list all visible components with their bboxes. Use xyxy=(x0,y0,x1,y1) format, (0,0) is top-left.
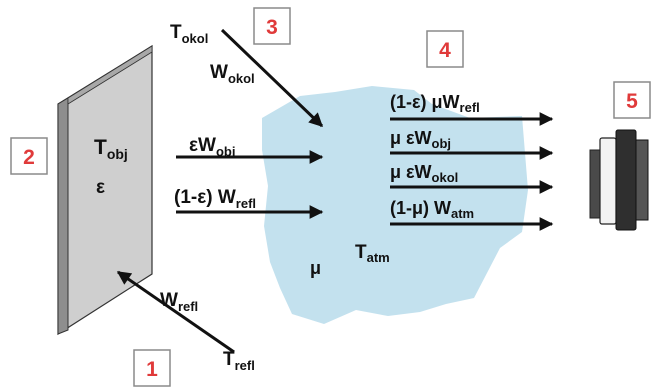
label-epsilon-obj: ε xyxy=(96,177,105,198)
number-box-4: 4 xyxy=(426,30,464,68)
label-one-minus-eps-wrefl: (1-ε) Wrefl xyxy=(174,187,256,211)
svg-text:1: 1 xyxy=(146,358,158,381)
number-box-2: 2 xyxy=(10,137,48,175)
svg-text:5: 5 xyxy=(626,90,638,113)
number-box-1: 1 xyxy=(133,349,171,387)
atmosphere-region xyxy=(262,86,528,324)
label-wokol: Wokol xyxy=(210,62,255,86)
label-out-2: μ εWobj xyxy=(390,128,451,151)
arrow-okol xyxy=(220,28,324,128)
label-trefl: Trefl xyxy=(223,349,255,373)
svg-text:2: 2 xyxy=(23,146,35,169)
svg-text:4: 4 xyxy=(439,39,451,62)
label-out-1: (1-ε) μWrefl xyxy=(390,92,480,115)
label-mu: μ xyxy=(310,258,321,278)
label-tokol: Tokol xyxy=(170,22,208,46)
number-box-3: 3 xyxy=(253,7,291,45)
label-wrefl: Wrefl xyxy=(160,290,198,314)
object-plate-icon xyxy=(57,44,153,336)
arrow-wrefl xyxy=(116,270,235,354)
thermal-camera-icon xyxy=(589,129,649,231)
label-out-3: μ εWokol xyxy=(390,162,458,185)
arrows xyxy=(116,28,554,354)
number-box-5: 5 xyxy=(613,81,651,119)
label-tobj: Tobj xyxy=(94,136,128,162)
label-out-4: (1-μ) Watm xyxy=(390,198,474,221)
label-eps-wobj: εWobj xyxy=(189,135,235,159)
label-tatm: Tatm xyxy=(355,242,390,265)
svg-text:3: 3 xyxy=(266,16,278,39)
